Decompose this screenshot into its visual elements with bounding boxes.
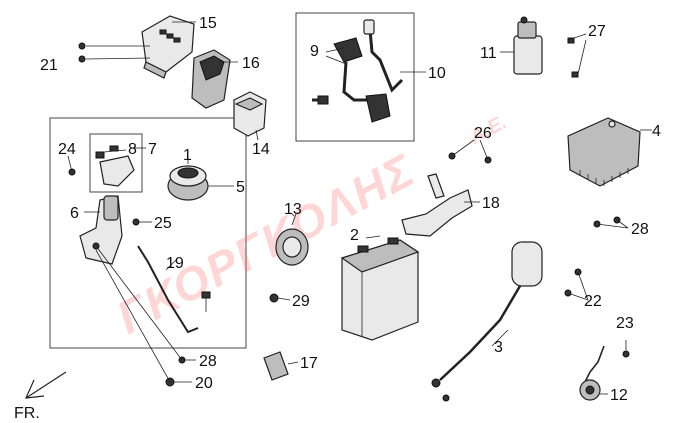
callout-11: 11 — [480, 45, 497, 62]
callout-10: 10 — [428, 65, 446, 82]
callout-28-right: 28 — [631, 221, 649, 238]
cable-group-frame — [295, 12, 415, 142]
callout-23: 23 — [616, 315, 634, 332]
part-21-screws — [78, 42, 86, 63]
callout-18: 18 — [482, 195, 500, 212]
part-6-lock — [79, 195, 123, 265]
part-10-cable — [312, 19, 404, 123]
front-direction-arrow — [25, 371, 67, 399]
part-18-bracket — [401, 173, 473, 237]
callout-15: 15 — [199, 15, 217, 32]
part-1-cap — [167, 165, 209, 201]
part-16-relay — [191, 49, 231, 109]
callout-16: 16 — [242, 55, 260, 72]
callout-22: 22 — [584, 293, 602, 310]
part-2-battery — [340, 237, 420, 341]
callout-1: 1 — [183, 147, 192, 164]
front-direction-label: FR. — [14, 405, 40, 422]
callout-7: 7 — [148, 141, 157, 158]
callout-26: 26 — [474, 125, 492, 142]
callout-20: 20 — [195, 375, 213, 392]
part-29-nut — [269, 293, 279, 303]
callout-14: 14 — [252, 141, 270, 158]
leader-lines — [67, 21, 652, 395]
part-12-sensor — [579, 345, 605, 401]
part-23-bolt — [622, 350, 630, 358]
part-3-sensor — [431, 241, 543, 402]
left-group-frame — [49, 117, 247, 349]
callout-5: 5 — [236, 179, 245, 196]
callout-6: 6 — [70, 205, 79, 222]
callout-27: 27 — [588, 23, 606, 40]
callout-3: 3 — [494, 339, 503, 356]
part-19-cable — [137, 245, 211, 334]
callout-17: 17 — [300, 355, 318, 372]
callout-25: 25 — [154, 215, 172, 232]
callout-8: 8 — [128, 141, 137, 158]
callout-28-left: 28 — [199, 353, 217, 370]
callout-24: 24 — [58, 141, 76, 158]
part-11-starter-relay — [513, 16, 543, 75]
callout-29: 29 — [292, 293, 310, 310]
part-17-clip — [263, 351, 289, 381]
callout-12: 12 — [610, 387, 628, 404]
callout-9: 9 — [310, 43, 319, 60]
callout-19: 19 — [166, 255, 184, 272]
callout-4: 4 — [652, 123, 661, 140]
callout-13: 13 — [284, 201, 302, 218]
part-13-horn — [275, 213, 309, 266]
part-15-cover — [141, 15, 195, 79]
callout-21: 21 — [40, 57, 58, 74]
sub-group-frame — [89, 133, 143, 193]
part-27-caps — [567, 37, 579, 78]
callout-numbers: 15 21 16 14 9 10 11 27 4 28 26 18 2 13 2… — [40, 15, 661, 404]
part-4-regulator — [567, 117, 641, 187]
part-14-relay — [233, 91, 267, 137]
part-26-bolts — [448, 152, 492, 164]
callout-2: 2 — [350, 227, 359, 244]
part-7-latch — [95, 145, 135, 187]
